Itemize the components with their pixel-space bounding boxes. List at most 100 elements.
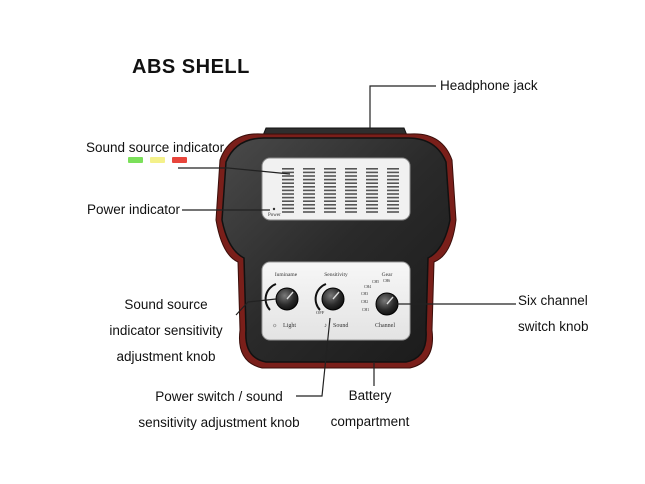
display-segment: [282, 211, 294, 213]
knob-label-sensitivity: Sensitivity: [324, 272, 348, 278]
display-segment: [303, 168, 315, 170]
channel-mark-6: CH6: [383, 279, 390, 283]
display-segment: [387, 211, 399, 213]
display-segment: [366, 200, 378, 202]
display-segment: [345, 196, 357, 199]
label-sensitivity-knob-line1: Sound source: [124, 297, 208, 312]
power-led-label: Power: [268, 213, 281, 218]
display-segment: [366, 186, 378, 188]
display-segment: [345, 171, 357, 174]
display-segment: [303, 196, 315, 199]
knob-caption-light: Light: [283, 323, 296, 329]
sound-icon: ♪: [324, 323, 327, 329]
display-segment: [387, 186, 399, 188]
leader-sound-indicator: [178, 167, 291, 175]
display-segment: [366, 193, 378, 195]
display-segment: [303, 207, 315, 210]
display-segment: [387, 189, 399, 192]
label-power-switch-line2: sensitivity adjustment knob: [138, 415, 300, 430]
label-sound-source-indicator: Sound source indicator: [86, 140, 225, 155]
off-mark: OFF: [316, 310, 325, 315]
display-segment: [324, 193, 336, 195]
display-segment: [387, 193, 399, 195]
led-red-swatch: [172, 157, 187, 163]
display-segment: [345, 182, 357, 184]
display-segment: [303, 200, 315, 202]
label-battery: Battery compartment: [330, 383, 410, 435]
display-segment: [282, 178, 294, 181]
knob-label-light: Iuminame: [275, 272, 298, 278]
display-segment: [324, 178, 336, 181]
display-segment: [324, 204, 336, 206]
display-segment: [387, 196, 399, 199]
display-segment: [366, 211, 378, 213]
display-segment: [345, 178, 357, 181]
label-battery-line1: Battery: [348, 388, 392, 403]
display-segment: [282, 175, 294, 177]
channel-mark-1: CH1: [362, 308, 369, 312]
display-segment: [366, 182, 378, 184]
display-segment: [345, 204, 357, 206]
display-segment: [282, 189, 294, 192]
display-segment: [345, 186, 357, 188]
display-segment: [303, 193, 315, 195]
label-power-indicator: Power indicator: [87, 202, 181, 217]
label-power-switch-line1: Power switch / sound: [155, 389, 283, 404]
display-segment: [303, 182, 315, 184]
label-sensitivity-knob: Sound source indicator sensitivity adjus…: [97, 292, 235, 370]
display-segment: [303, 189, 315, 192]
light-icon: ☼: [272, 323, 278, 329]
display-segment: [324, 182, 336, 184]
display-segment: [324, 189, 336, 192]
knob-caption-channel: Channel: [375, 323, 395, 329]
display-segment: [345, 189, 357, 192]
display-level-bars: [282, 168, 399, 213]
channel-mark-5: CH5: [372, 280, 379, 284]
sound-indicator-swatches: [128, 157, 192, 165]
leader-headphone: [369, 85, 436, 128]
channel-mark-2: CH2: [361, 300, 368, 304]
display-window: [261, 157, 411, 221]
display-segment: [324, 200, 336, 202]
led-yellow-swatch: [150, 157, 165, 163]
label-channel-knob-line2: switch knob: [518, 319, 589, 334]
led-green-swatch: [128, 157, 143, 163]
display-segment: [387, 168, 399, 170]
display-segment: [324, 168, 336, 170]
display-segment: [303, 204, 315, 206]
display-segment: [387, 175, 399, 177]
display-segment: [282, 207, 294, 210]
display-segment: [282, 171, 294, 174]
display-segment: [324, 171, 336, 174]
label-sensitivity-knob-line3: adjustment knob: [116, 349, 216, 364]
label-power-switch: Power switch / sound sensitivity adjustm…: [138, 384, 300, 436]
power-led: [272, 207, 276, 211]
display-segment: [282, 204, 294, 206]
display-segment: [387, 171, 399, 174]
label-channel-knob: Six channel switch knob: [518, 288, 589, 340]
diagram-title: ABS SHELL: [132, 56, 250, 78]
display-segment: [345, 168, 357, 170]
display-segment: [324, 207, 336, 210]
display-segment: [345, 211, 357, 213]
display-segment: [345, 175, 357, 177]
display-segment: [282, 193, 294, 195]
display-segment: [387, 178, 399, 181]
display-segment: [366, 175, 378, 177]
knob-label-gear: Gear: [382, 272, 393, 278]
display-segment: [366, 178, 378, 181]
display-segment: [345, 193, 357, 195]
channel-mark-3: CH3: [361, 292, 368, 296]
display-segment: [345, 200, 357, 202]
label-headphone-jack: Headphone jack: [440, 78, 538, 93]
display-segment: [282, 182, 294, 184]
display-segment: [324, 175, 336, 177]
display-segment: [387, 207, 399, 210]
display-segment: [366, 196, 378, 199]
display-segment: [282, 168, 294, 170]
display-segment: [366, 168, 378, 170]
display-segment: [282, 186, 294, 188]
display-segment: [324, 211, 336, 213]
label-sensitivity-knob-line2: indicator sensitivity: [109, 323, 223, 338]
